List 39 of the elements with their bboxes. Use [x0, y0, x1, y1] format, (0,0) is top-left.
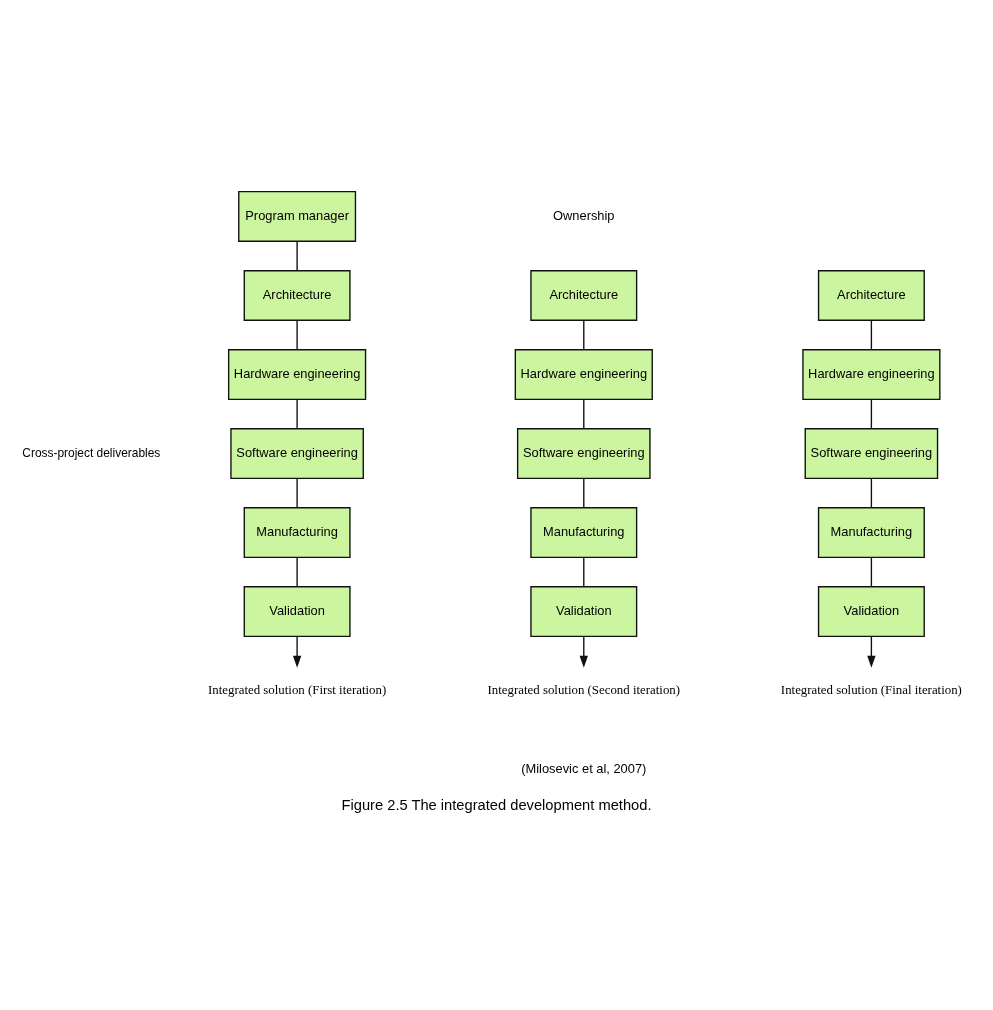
label: Ownership [553, 207, 615, 223]
arrow [867, 635, 876, 668]
node-box: Manufacturing [243, 507, 351, 559]
connector [870, 477, 873, 509]
node-text: Integrated solution (Final iteration) [780, 683, 962, 698]
connector [296, 398, 298, 430]
node-box: Architecture [243, 270, 351, 321]
connector [296, 477, 298, 509]
node-box: Hardware engineering [514, 349, 653, 400]
label: (Milosevic et al, 2007) [521, 761, 647, 777]
caption: Figure 2.5 The integrated development method. [341, 796, 652, 813]
node-box: Validation [530, 586, 638, 638]
node-box: Hardware engineering [227, 349, 367, 400]
node-box: Software engineering [516, 428, 651, 480]
connector [870, 398, 873, 430]
arrow [579, 635, 588, 668]
node-box: Software engineering [230, 428, 364, 480]
connector [583, 398, 585, 430]
node-box: Software engineering [804, 428, 939, 480]
node-box: Manufacturing [530, 507, 638, 559]
connector [583, 556, 585, 588]
arrow [292, 635, 302, 668]
connector [870, 319, 873, 351]
node-box: Program manager [238, 191, 357, 242]
connector [296, 319, 298, 351]
node-box: Validation [243, 586, 351, 638]
node-text: Integrated solution (First iteration) [208, 683, 387, 698]
node-text: Integrated solution (Second iteration) [487, 683, 681, 698]
label: Cross-project deliverables [22, 445, 161, 460]
node-box: Manufacturing [817, 507, 925, 559]
connector [296, 556, 298, 588]
node-box: Architecture [817, 270, 925, 321]
connector [583, 319, 585, 351]
connector [296, 240, 298, 272]
node-box: Validation [817, 586, 925, 638]
connector [870, 556, 873, 588]
node-box: Architecture [530, 270, 638, 321]
connector [583, 477, 585, 509]
node-box: Hardware engineering [802, 349, 941, 400]
